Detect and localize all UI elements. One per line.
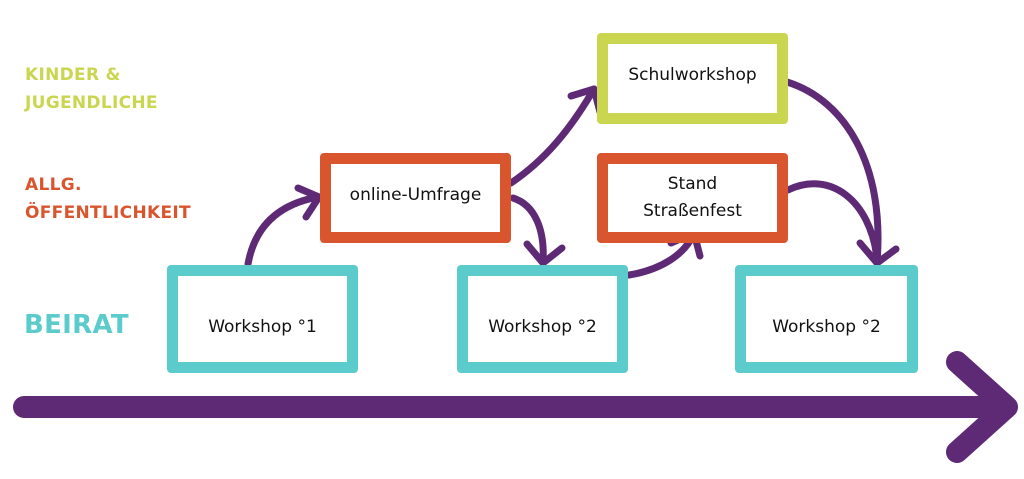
edge-line [784, 180, 881, 262]
node-workshop-2-right: Workshop °2 [735, 265, 918, 373]
edge-arrowhead [294, 184, 323, 221]
node-label: Workshop °2 [772, 316, 881, 337]
node-label: Stand Straßenfest [643, 174, 742, 221]
edge-line [507, 85, 598, 187]
node-label: Workshop °2 [488, 316, 597, 337]
lane-label-oeffentlichkeit: ALLG. ÖFFENTLICHKEIT [25, 171, 191, 227]
timeline-arrow [13, 351, 1018, 463]
node-stand-strassenfest: Stand Straßenfest [597, 153, 788, 243]
edge-line [783, 78, 882, 266]
edge-arrowhead [523, 240, 566, 267]
edge-line [509, 194, 547, 266]
lane-label-kinder-jugendliche: KINDER & JUGENDLICHE [25, 61, 158, 117]
node-label: online-Umfrage [349, 184, 482, 205]
lane-label-text: ALLG. ÖFFENTLICHKEIT [25, 175, 191, 223]
node-label: Workshop °1 [208, 316, 317, 337]
edge-stand-to-workshop2b [784, 180, 900, 267]
lane-label-beirat: BEIRAT [24, 306, 129, 344]
node-label: Schulworkshop [628, 65, 757, 85]
node-workshop-2-middle: Workshop °2 [457, 265, 628, 373]
edge-schulworkshop-to-workshop2b [783, 78, 882, 266]
node-schulworkshop: Schulworkshop [597, 33, 788, 124]
node-workshop-1: Workshop °1 [167, 265, 358, 373]
edge-survey-to-workshop2a [509, 194, 566, 267]
edge-arrowhead [856, 239, 900, 267]
edge-survey-to-schulworkshop [507, 85, 604, 187]
timeline-arrowhead [946, 351, 1018, 463]
edge-workshop1-to-survey [244, 184, 323, 268]
edge-line [244, 193, 322, 268]
lane-label-text: KINDER & JUGENDLICHE [25, 65, 158, 113]
node-online-umfrage: online-Umfrage [320, 153, 511, 243]
lane-label-text: BEIRAT [24, 310, 129, 340]
